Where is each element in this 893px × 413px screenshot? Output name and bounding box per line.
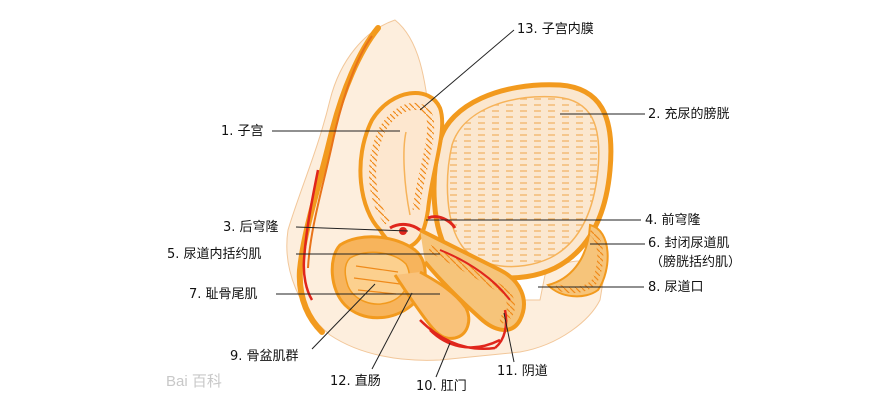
urethral-closure-rungs (554, 229, 604, 294)
vessel-left (302, 169, 320, 301)
label-vagina: 11. 阴道 (497, 364, 548, 379)
vaginal-vessel (439, 249, 511, 301)
label-internal-urethral-sphincter: 5. 尿道内括约肌 (167, 247, 262, 262)
label-uterus: 1. 子宫 (221, 124, 264, 139)
label-urethral-closure-muscle: 6. 封闭尿道肌 (648, 236, 730, 251)
watermark: Bai 百科 (166, 373, 222, 390)
label-pelvic-muscles: 9. 骨盆肌群 (230, 349, 299, 364)
sacrum-inner (307, 35, 373, 269)
anal-vessels (419, 309, 508, 350)
uterus-inner (403, 131, 411, 216)
label-anus: 10. 肛门 (416, 379, 467, 394)
label-posterior-fornix: 3. 后穹隆 (223, 220, 279, 235)
fornix-red (389, 215, 457, 232)
muscle-striations (353, 265, 401, 295)
uterus-lining (369, 102, 435, 225)
label-rectum: 12. 直肠 (330, 374, 381, 389)
label-full-bladder: 2. 充尿的膀胱 (648, 107, 730, 122)
label-urethral-closure-muscle-note: （膀胱括约肌） (650, 255, 742, 270)
label-pubococcygeus: 7. 耻骨尾肌 (189, 287, 258, 302)
leader-lines (272, 29, 645, 378)
pelvic-muscle-inner (344, 251, 410, 305)
label-anterior-fornix: 4. 前穹隆 (645, 213, 701, 228)
label-urethral-orifice: 8. 尿道口 (648, 280, 704, 295)
bladder-lumen (446, 95, 600, 268)
vagina-rungs (428, 244, 515, 324)
rectum (393, 270, 471, 340)
label-endometrium: 13. 子宫内膜 (517, 22, 594, 37)
